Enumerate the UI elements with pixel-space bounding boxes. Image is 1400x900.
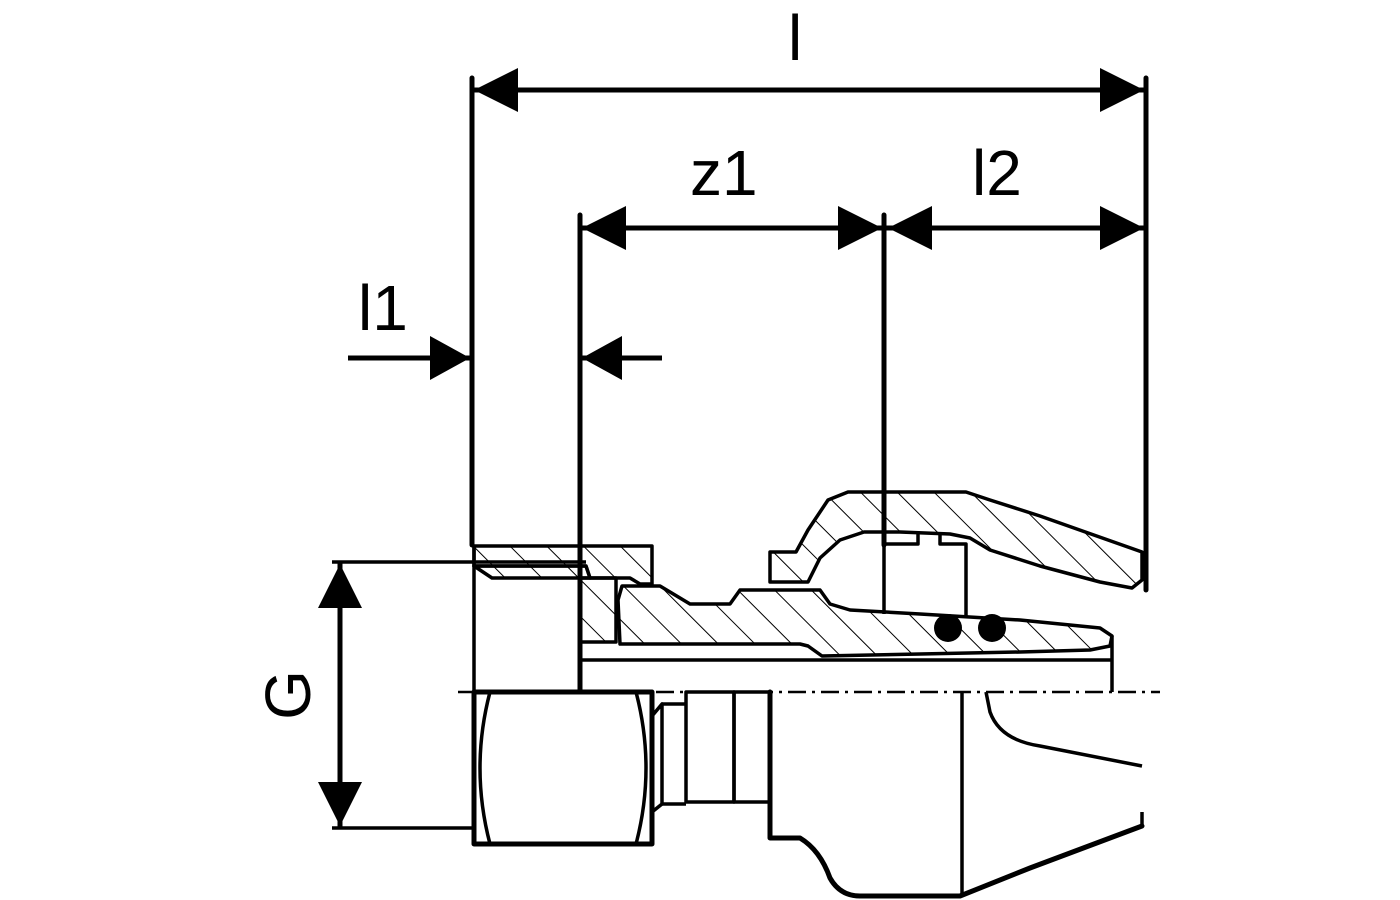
dimension-z1: z1 xyxy=(580,137,884,250)
support-sleeve xyxy=(882,534,968,618)
label-l2: l2 xyxy=(972,137,1022,209)
label-l1: l1 xyxy=(358,272,408,344)
dimension-l1: l1 xyxy=(348,272,662,380)
dimension-g: G xyxy=(252,560,586,830)
fitting-body-section xyxy=(616,584,1114,658)
section-view-upper xyxy=(472,490,1144,692)
body-lower-outline xyxy=(767,689,1145,899)
label-z1: z1 xyxy=(690,137,758,209)
union-nut-inner xyxy=(472,564,592,580)
hex-nut-outline xyxy=(471,689,655,847)
o-ring-1 xyxy=(934,614,962,642)
dimension-l: l xyxy=(472,2,1146,112)
label-l: l xyxy=(788,2,802,74)
dimension-l2: l2 xyxy=(886,137,1146,250)
label-g: G xyxy=(252,670,324,720)
press-sleeve-section xyxy=(768,490,1144,590)
union-nut-flange xyxy=(578,576,618,644)
o-ring-2 xyxy=(978,614,1006,642)
outside-view-lower xyxy=(471,689,1145,899)
